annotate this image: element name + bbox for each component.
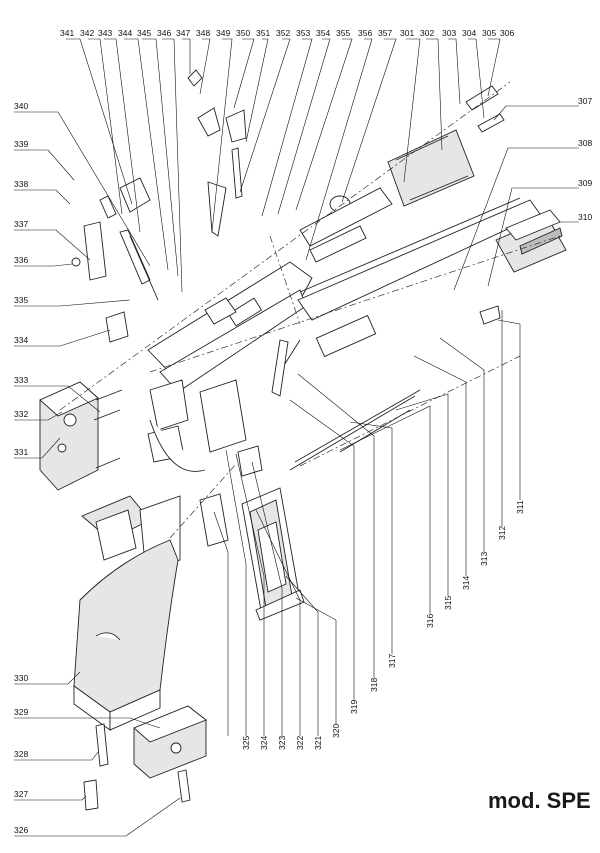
part-label-316: 316 xyxy=(425,614,435,628)
part-label-302: 302 xyxy=(420,28,434,38)
part-label-336: 336 xyxy=(14,255,28,265)
part-label-351: 351 xyxy=(256,28,270,38)
part-label-353: 353 xyxy=(296,28,310,38)
part-label-332: 332 xyxy=(14,409,28,419)
part-label-335: 335 xyxy=(14,295,28,305)
part-label-303: 303 xyxy=(442,28,456,38)
part-label-345: 345 xyxy=(137,28,151,38)
part-label-346: 346 xyxy=(157,28,171,38)
part-label-330: 330 xyxy=(14,673,28,683)
part-label-344: 344 xyxy=(118,28,132,38)
part-label-301: 301 xyxy=(400,28,414,38)
assembly-drawing xyxy=(39,69,567,811)
part-label-340: 340 xyxy=(14,101,28,111)
part-labels: 341 342 343 344 345 346 347 348 349 350 … xyxy=(14,28,592,835)
part-label-327: 327 xyxy=(14,789,28,799)
part-label-326: 326 xyxy=(14,825,28,835)
part-label-304: 304 xyxy=(462,28,476,38)
part-label-342: 342 xyxy=(80,28,94,38)
part-label-350: 350 xyxy=(236,28,250,38)
part-label-347: 347 xyxy=(176,28,190,38)
part-label-331: 331 xyxy=(14,447,28,457)
part-label-315: 315 xyxy=(443,596,453,610)
part-label-325: 325 xyxy=(241,736,251,750)
part-label-305: 305 xyxy=(482,28,496,38)
part-label-309: 309 xyxy=(578,178,592,188)
part-label-328: 328 xyxy=(14,749,28,759)
part-label-310: 310 xyxy=(578,212,592,222)
part-label-313: 313 xyxy=(479,552,489,566)
leader-lines xyxy=(14,38,579,837)
part-label-322: 322 xyxy=(295,736,305,750)
part-label-311: 311 xyxy=(515,500,525,514)
part-label-357: 357 xyxy=(378,28,392,38)
part-label-312: 312 xyxy=(497,526,507,540)
part-label-307: 307 xyxy=(578,96,592,106)
part-label-337: 337 xyxy=(14,219,28,229)
part-label-354: 354 xyxy=(316,28,330,38)
part-label-338: 338 xyxy=(14,179,28,189)
part-label-343: 343 xyxy=(98,28,112,38)
model-label: mod. SPE xyxy=(488,788,591,813)
part-label-318: 318 xyxy=(369,678,379,692)
part-label-348: 348 xyxy=(196,28,210,38)
part-label-355: 355 xyxy=(336,28,350,38)
part-label-317: 317 xyxy=(387,654,397,668)
part-label-341: 341 xyxy=(60,28,74,38)
part-label-306: 306 xyxy=(500,28,514,38)
part-label-339: 339 xyxy=(14,139,28,149)
part-label-308: 308 xyxy=(578,138,592,148)
part-label-319: 319 xyxy=(349,700,359,714)
part-label-320: 320 xyxy=(331,724,341,738)
part-label-321: 321 xyxy=(313,736,323,750)
part-label-356: 356 xyxy=(358,28,372,38)
part-label-314: 314 xyxy=(461,576,471,590)
part-label-334: 334 xyxy=(14,335,28,345)
part-label-333: 333 xyxy=(14,375,28,385)
part-label-323: 323 xyxy=(277,736,287,750)
part-label-349: 349 xyxy=(216,28,230,38)
part-label-329: 329 xyxy=(14,707,28,717)
part-label-324: 324 xyxy=(259,736,269,750)
part-label-352: 352 xyxy=(276,28,290,38)
